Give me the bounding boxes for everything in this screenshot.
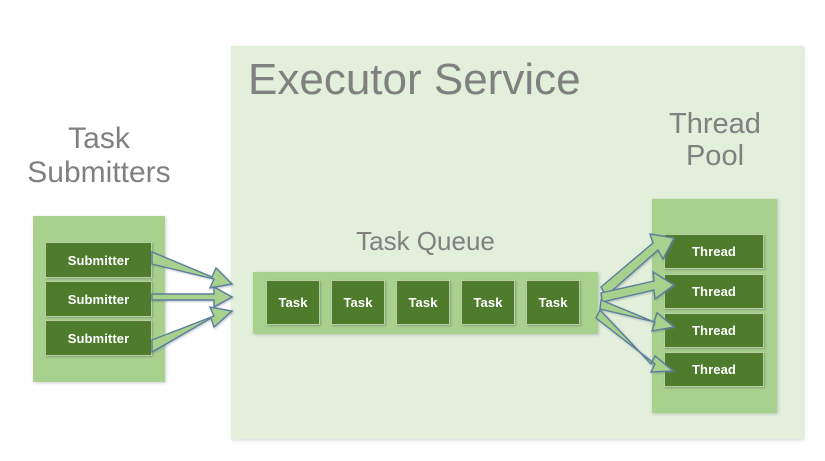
executor-service-title: Executor Service	[248, 55, 581, 105]
thread-pool-heading: Thread Pool	[669, 108, 761, 173]
thread-node[interactable]: Thread	[664, 274, 764, 309]
task-submitters-heading: Task Submitters	[27, 122, 171, 189]
thread-node[interactable]: Thread	[664, 313, 764, 348]
task-node[interactable]: Task	[266, 280, 320, 325]
task-node[interactable]: Task	[331, 280, 385, 325]
submitter-node[interactable]: Submitter	[45, 281, 152, 317]
task-node[interactable]: Task	[461, 280, 515, 325]
thread-node[interactable]: Thread	[664, 352, 764, 387]
task-node[interactable]: Task	[526, 280, 580, 325]
submitter-node[interactable]: Submitter	[45, 320, 152, 356]
task-queue-heading: Task Queue	[356, 226, 495, 256]
thread-node[interactable]: Thread	[664, 234, 764, 269]
task-node[interactable]: Task	[396, 280, 450, 325]
submitter-node[interactable]: Submitter	[45, 242, 152, 278]
executor-service-title-text: Executor Service	[248, 55, 581, 104]
